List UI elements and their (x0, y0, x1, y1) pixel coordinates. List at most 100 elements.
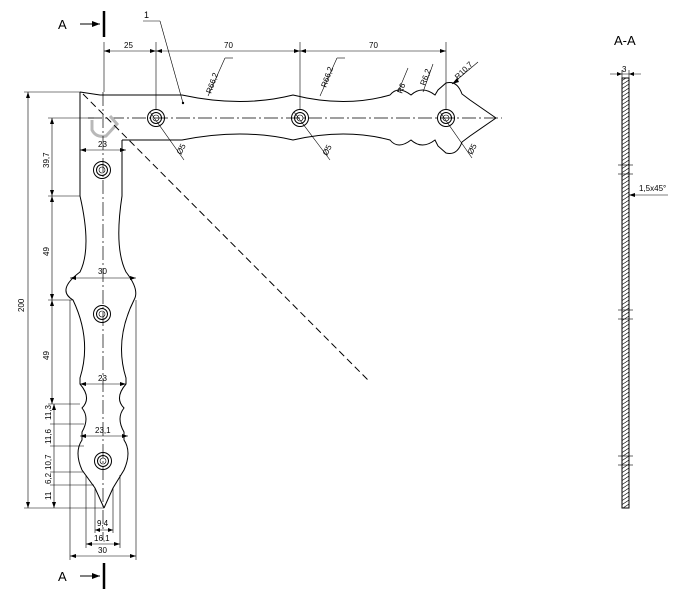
hatch-line (622, 227, 629, 234)
hatch-line (622, 163, 629, 170)
hatch-line (622, 283, 629, 290)
dim-49-b: 49 (42, 351, 51, 360)
hatch-line (622, 331, 629, 338)
hatch-line (622, 487, 629, 494)
hatch-line (622, 435, 629, 442)
hatch-line (622, 183, 629, 190)
hatch-line (622, 459, 629, 466)
hatch-line (622, 351, 629, 358)
dim-11-6: 11,6 (44, 428, 53, 444)
hatch-line (622, 327, 629, 334)
section-marker-top: A (58, 11, 106, 37)
hatch-line (622, 95, 629, 102)
hatch-line (622, 467, 629, 474)
dim-w231: 23,1 (95, 426, 111, 435)
hatch-line (622, 195, 629, 202)
dim-11: 11 (44, 491, 53, 500)
hole-side-2 (93, 305, 111, 323)
hatch-line (622, 379, 629, 386)
hatch-line (620, 518, 632, 526)
dim-w23-mid: 23 (98, 374, 107, 383)
bottom-dimensions: 9,4 16,1 30 (69, 300, 137, 560)
left-dimensions: 200 39,7 49 49 11,3 11,6 10,7 6,2 11 (17, 91, 104, 509)
hatch-line (622, 199, 629, 206)
hatch-line (622, 363, 629, 370)
hatch-line (622, 387, 629, 394)
hatch-line (622, 167, 629, 174)
section-letter-top: A (58, 17, 67, 32)
part-number: 1 (144, 10, 149, 20)
hatch-line (622, 275, 629, 282)
hatch-line (622, 299, 629, 306)
hatch-line (622, 343, 629, 350)
hatch-line (620, 510, 632, 518)
hatch-line (622, 371, 629, 378)
horizontal-arm (79, 82, 502, 154)
hatch-line (622, 443, 629, 450)
hatch-line (622, 431, 629, 438)
dim-w23-top: 23 (98, 140, 107, 149)
hatch-line (622, 151, 629, 158)
hatch-line (622, 143, 629, 150)
hatch-line (622, 215, 629, 222)
hatch-line (622, 251, 629, 258)
hatch-line (622, 439, 629, 446)
top-dimensions: 25 70 70 (103, 41, 447, 110)
hatch-line (622, 179, 629, 186)
hatch-line (622, 159, 629, 166)
dim-10-7: 10,7 (44, 454, 53, 470)
section-marker-bottom: A (58, 563, 106, 589)
hatch-line (622, 255, 629, 262)
hatch-line (622, 139, 629, 146)
hatch-line (622, 91, 629, 98)
hatch-line (620, 514, 632, 522)
hatch-line (622, 235, 629, 242)
dim-39-7: 39,7 (42, 152, 51, 168)
dim-6-2: 6,2 (44, 472, 53, 484)
hatch-line (622, 243, 629, 250)
hatch-line (622, 479, 629, 486)
chamfer-label: 1,5x45° (639, 184, 666, 193)
dia5-b: Ø5 (321, 143, 334, 157)
dim-11-3: 11,3 (44, 404, 53, 420)
hatch-line (622, 223, 629, 230)
hatch-line (622, 403, 629, 410)
section-view: A-A 3 1,5x45° (610, 33, 668, 526)
hatch-line (622, 239, 629, 246)
hatch-line (622, 287, 629, 294)
part-number-leader: 1 (143, 10, 185, 105)
hatch-line (622, 231, 629, 238)
width-dimensions: 23 30 23 23,1 (70, 140, 136, 438)
dia5-a: Ø5 (175, 142, 188, 156)
hatch-line (622, 447, 629, 454)
hatch-line (622, 107, 629, 114)
hatch-line (622, 263, 629, 270)
hatch-line (622, 111, 629, 118)
hatch-line (622, 211, 629, 218)
hatch-line (622, 383, 629, 390)
dim-70-a: 70 (224, 41, 233, 50)
hatch-line (622, 103, 629, 110)
hatch-line (622, 471, 629, 478)
hatch-line (622, 187, 629, 194)
hatch-line (622, 359, 629, 366)
hatch-line (622, 483, 629, 490)
hatch-line (622, 491, 629, 498)
hatch-line (622, 123, 629, 130)
dim-49-a: 49 (42, 247, 51, 256)
hatch-line (622, 219, 629, 226)
dim-16-1: 16,1 (94, 534, 110, 543)
hatch-line (622, 411, 629, 418)
radius-labels: R66,2 R66,2 R6 R6,2 R10,7 (204, 57, 479, 97)
hatch-line (622, 503, 629, 508)
hatch-line (622, 259, 629, 266)
hatch-line (622, 99, 629, 106)
dim-w30: 30 (98, 267, 107, 276)
radius-r6: R6 (395, 81, 407, 94)
hatch-line (622, 271, 629, 278)
hatch-line (622, 323, 629, 330)
hatch-line (622, 79, 629, 86)
hatch-line (622, 335, 629, 342)
hatch-line (622, 175, 629, 182)
hatch-line (622, 395, 629, 402)
